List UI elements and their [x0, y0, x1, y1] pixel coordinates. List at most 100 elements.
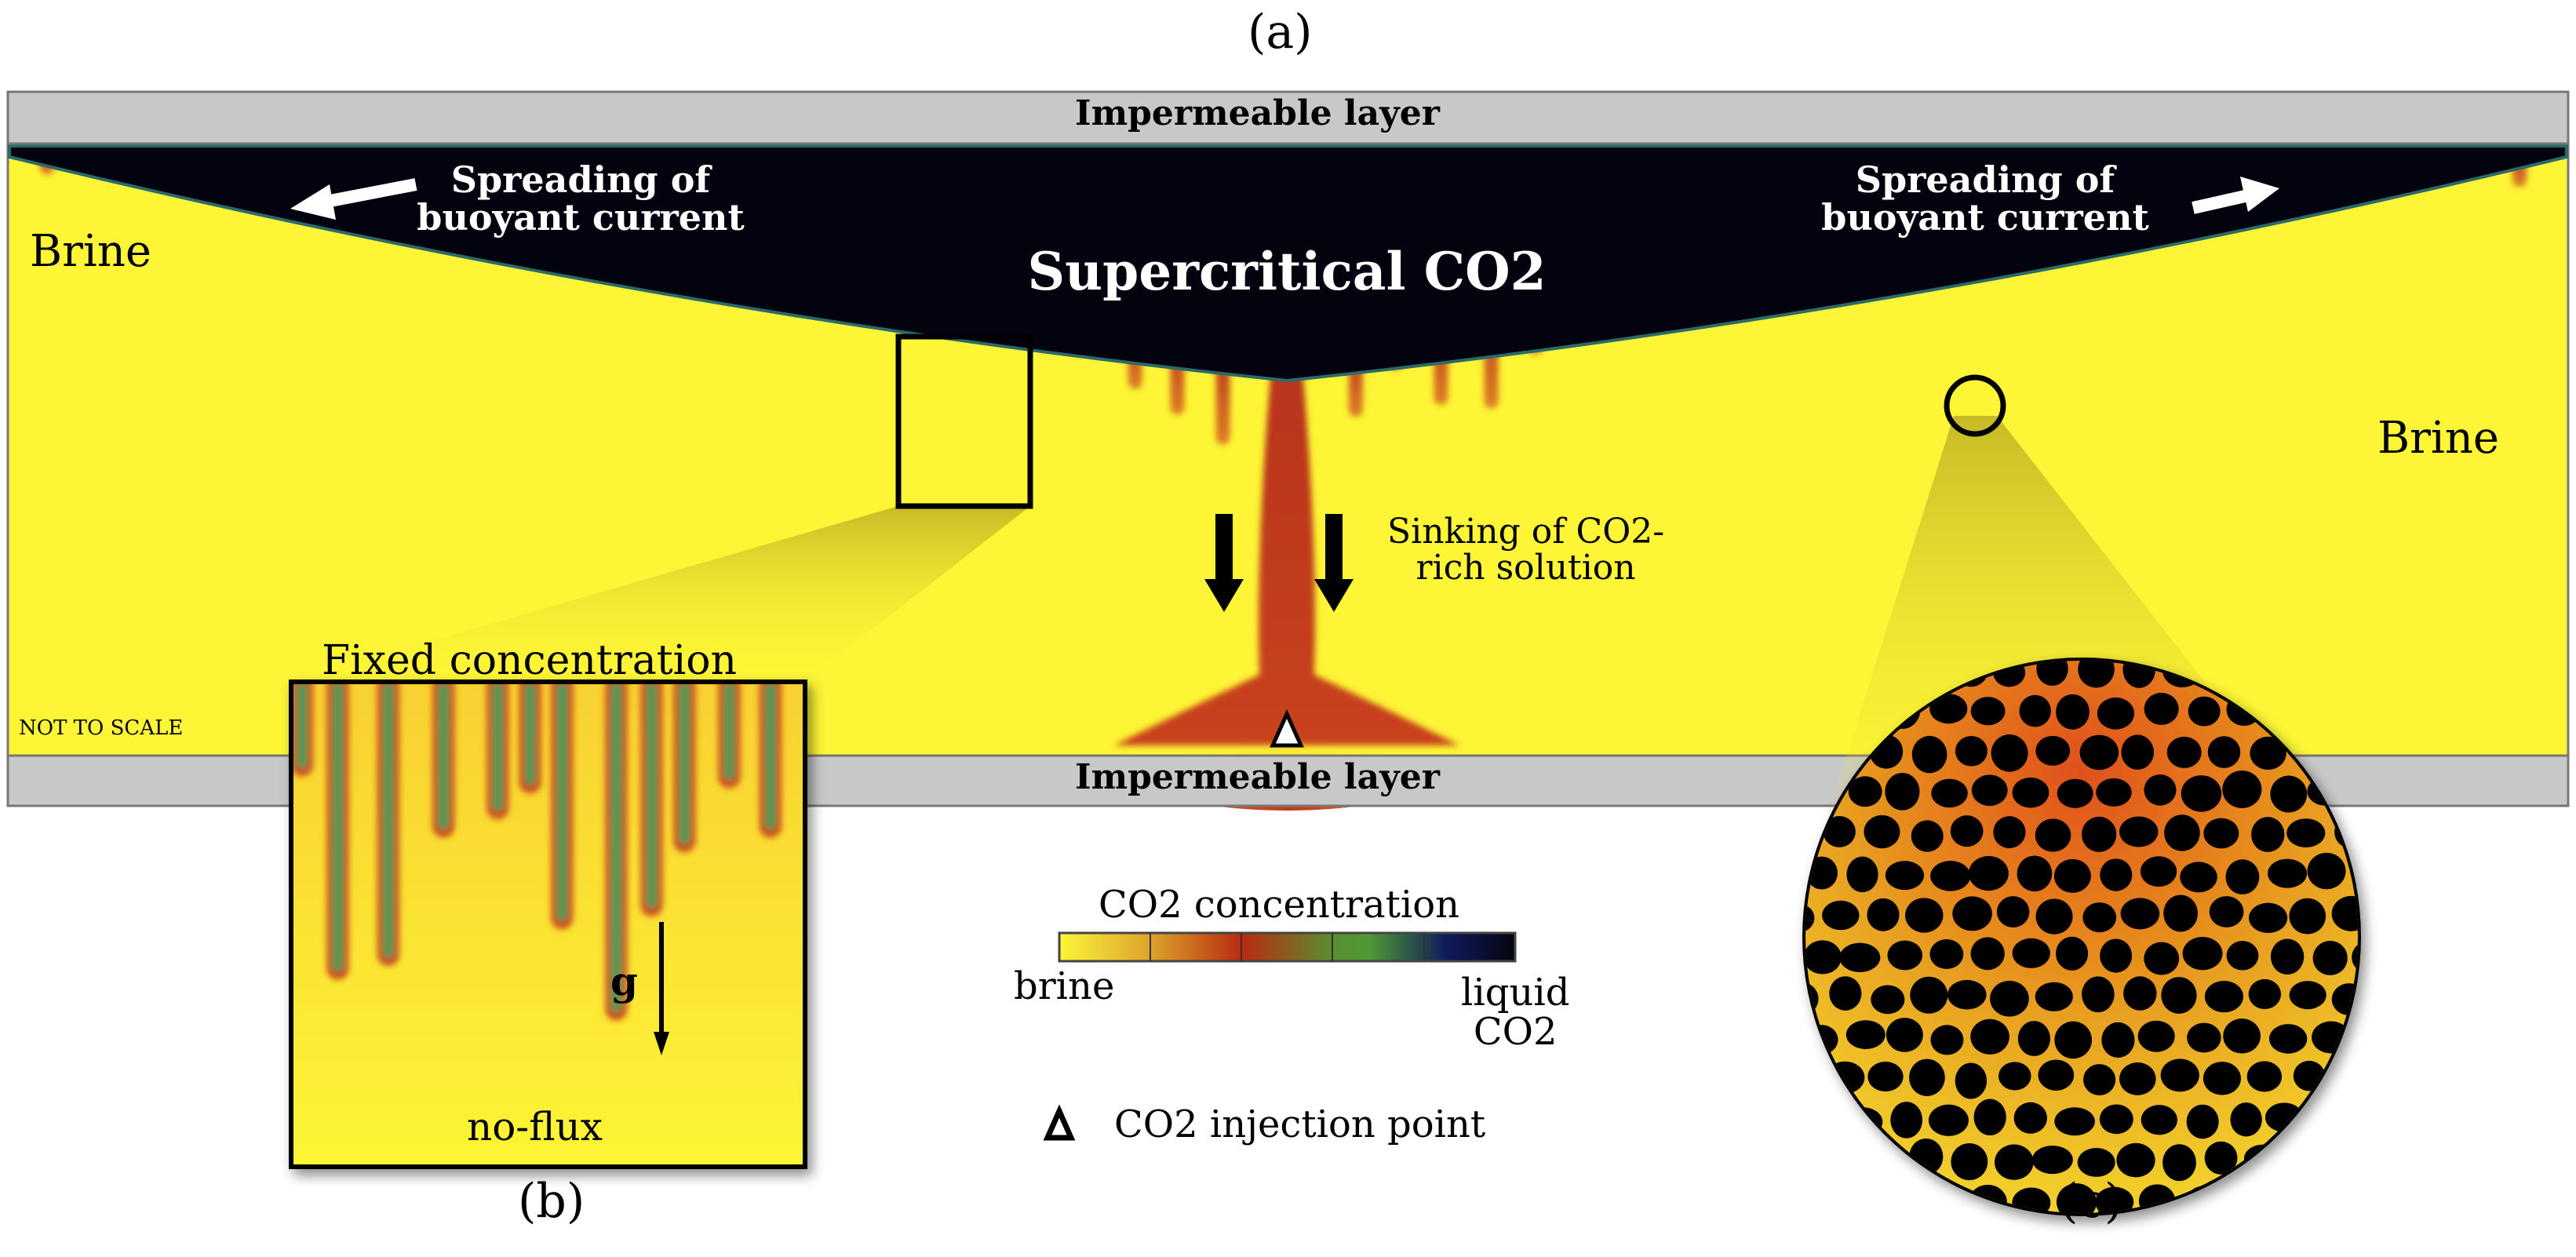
finger-core: [524, 683, 536, 786]
grain: [2081, 816, 2117, 852]
panel-label-b: (b): [518, 1174, 585, 1229]
grain: [2144, 692, 2179, 725]
inset-b: [289, 680, 807, 1169]
grain: [1970, 937, 2005, 971]
grain: [1929, 1187, 1962, 1213]
grain: [2270, 938, 2305, 975]
grain: [2100, 938, 2133, 973]
grain: [2097, 697, 2135, 730]
grain: [2334, 1140, 2358, 1178]
grain: [2035, 898, 2073, 935]
grain: [1909, 1058, 1945, 1096]
grain: [1904, 898, 1944, 933]
grain: [1823, 816, 1856, 847]
grain: [1845, 1182, 1886, 1213]
grain: [2160, 1058, 2199, 1092]
grain: [2100, 858, 2133, 891]
grain: [2312, 941, 2348, 975]
grain: [2120, 898, 2160, 930]
grain: [1846, 856, 1878, 893]
grain: [1993, 816, 2026, 849]
grain: [2162, 1144, 2196, 1182]
inset-b-bottom-label: no-flux: [467, 1104, 603, 1150]
grain: [2352, 1019, 2358, 1051]
inset-b-top-label: Fixed concentration: [322, 637, 738, 684]
grain: [2031, 1145, 2073, 1175]
grain: [1952, 896, 1992, 931]
grain: [1947, 979, 1987, 1010]
brine-label-left: Brine: [30, 226, 152, 277]
line: Sinking of CO2-: [1387, 512, 1665, 552]
top-impermeable-layer: [6, 90, 2570, 145]
grain: [1991, 734, 2028, 772]
grain: [2035, 982, 2073, 1011]
grain: [2354, 1098, 2358, 1135]
grain: [2144, 774, 2177, 806]
grain: [2161, 977, 2197, 1014]
grain: [2078, 661, 2115, 688]
grain: [2036, 661, 2068, 687]
grain: [1994, 1144, 2034, 1180]
grain: [1805, 1060, 1818, 1096]
grain: [2289, 898, 2326, 935]
grain: [1910, 976, 1948, 1014]
line: rich solution: [1416, 548, 1636, 588]
panel-label-c: (c): [2060, 1174, 2123, 1229]
grain: [1825, 1061, 1865, 1094]
finger-core: [382, 683, 394, 958]
grain: [1848, 776, 1882, 807]
grain: [1996, 896, 2030, 928]
grain: [1839, 942, 1881, 972]
grain: [2101, 1022, 2135, 1058]
finger-core: [764, 683, 776, 830]
injection-point-icon: [1270, 709, 1304, 748]
grain: [2203, 818, 2239, 849]
grain: [1887, 940, 1923, 971]
grain: [2137, 1020, 2175, 1052]
grain: [1929, 939, 1964, 970]
co2-label: Supercritical CO2: [1027, 241, 1547, 302]
grain: [2012, 777, 2050, 808]
grain: [1998, 1062, 2031, 1091]
grain: [2038, 1059, 2075, 1091]
grain: [1845, 1020, 1886, 1050]
finger-core: [556, 683, 568, 922]
grain: [2331, 1066, 2358, 1096]
grain: [1829, 976, 1862, 1011]
line: CO2: [1473, 1010, 1558, 1055]
grain: [2056, 694, 2090, 730]
grain: [2251, 817, 2285, 852]
zoom-circle-c: [1944, 374, 2006, 437]
grain: [2226, 941, 2259, 971]
grain: [2122, 661, 2155, 688]
grain: [2082, 902, 2117, 933]
grain: [1911, 735, 1947, 774]
grain: [1928, 1104, 1969, 1136]
grain: [2019, 694, 2051, 727]
grain: [2119, 816, 2159, 847]
grain: [1970, 697, 2006, 726]
grain: [2121, 734, 2155, 770]
grain: [2096, 778, 2132, 807]
grain: [2207, 736, 2241, 768]
grain: [1930, 1025, 1964, 1055]
grain: [2356, 855, 2358, 887]
finger-core: [492, 683, 504, 812]
grain: [1971, 774, 2008, 807]
grain: [2116, 1142, 2155, 1178]
grain: [2054, 1107, 2095, 1136]
grain: [2182, 936, 2223, 971]
injection-legend-label: CO2 injection point: [1114, 1102, 1486, 1146]
colorbar-title: CO2 concentration: [1099, 883, 1460, 927]
grain: [2223, 1018, 2261, 1054]
grain: [2035, 735, 2071, 766]
line: liquid: [1461, 971, 1570, 1015]
grain: [2123, 976, 2157, 1011]
bottom-layer-label: Impermeable layer: [1075, 757, 1440, 797]
grain: [2013, 1102, 2047, 1134]
grain: [1950, 815, 1984, 847]
grain: [1970, 1018, 2009, 1055]
grain: [2187, 1022, 2221, 1053]
